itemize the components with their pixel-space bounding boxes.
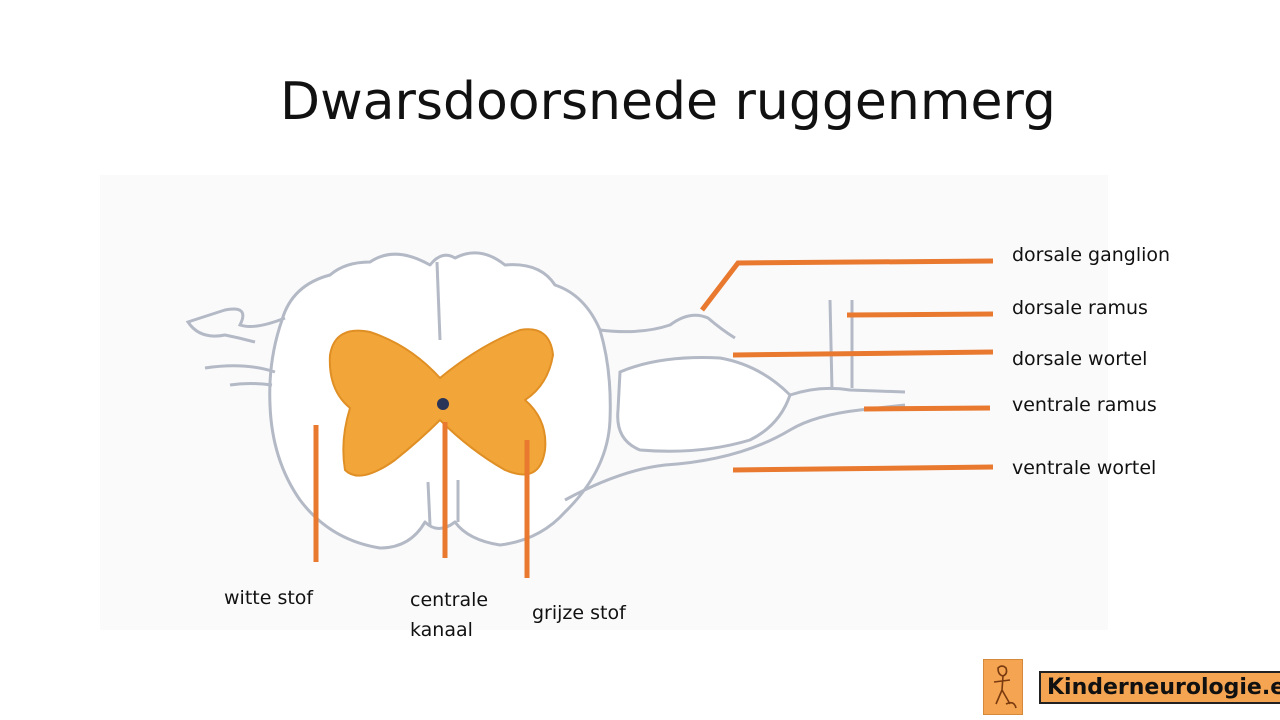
pointer-dorsale-ramus	[846, 311, 994, 318]
right-dorsal-root	[599, 313, 736, 340]
pointer-ventrale-wortel	[732, 464, 994, 473]
ventral-ramus-nerve	[789, 386, 906, 397]
label-witte-stof: witte stof	[224, 587, 314, 609]
label-centrale-kanaal-line2: kanaal	[410, 619, 473, 641]
central-canal	[437, 398, 449, 410]
label-centrale-kanaal-line1: centrale	[410, 589, 489, 611]
left-ganglion	[185, 307, 286, 344]
label-dorsale-ramus: dorsale ramus	[1012, 297, 1148, 319]
dorsal-median-fissure	[435, 261, 442, 341]
slide-title: Dwarsdoorsnede ruggenmerg	[280, 72, 1056, 132]
label-dorsale-ganglion: dorsale ganglion	[1012, 244, 1171, 266]
ventral-median-fissure	[426, 480, 460, 526]
pointer-ventrale-ramus	[863, 405, 991, 412]
label-grijze-stof: grijze stof	[532, 602, 626, 624]
logo-figure-icon	[983, 659, 1023, 715]
pointer-dorsale-wortel	[732, 349, 994, 358]
site-logo: Kinderneurologie.eu	[983, 659, 1280, 715]
label-dorsale-wortel: dorsale wortel	[1012, 348, 1148, 370]
label-ventrale-wortel: ventrale wortel	[1012, 457, 1157, 479]
label-ventrale-ramus: ventrale ramus	[1012, 394, 1157, 416]
left-roots	[204, 364, 276, 387]
right-ventral-root	[564, 403, 906, 502]
logo-text: Kinderneurologie.eu	[1039, 670, 1280, 704]
spinal-nerve	[616, 356, 792, 453]
pointer-dorsale-ganglion	[700, 258, 994, 312]
